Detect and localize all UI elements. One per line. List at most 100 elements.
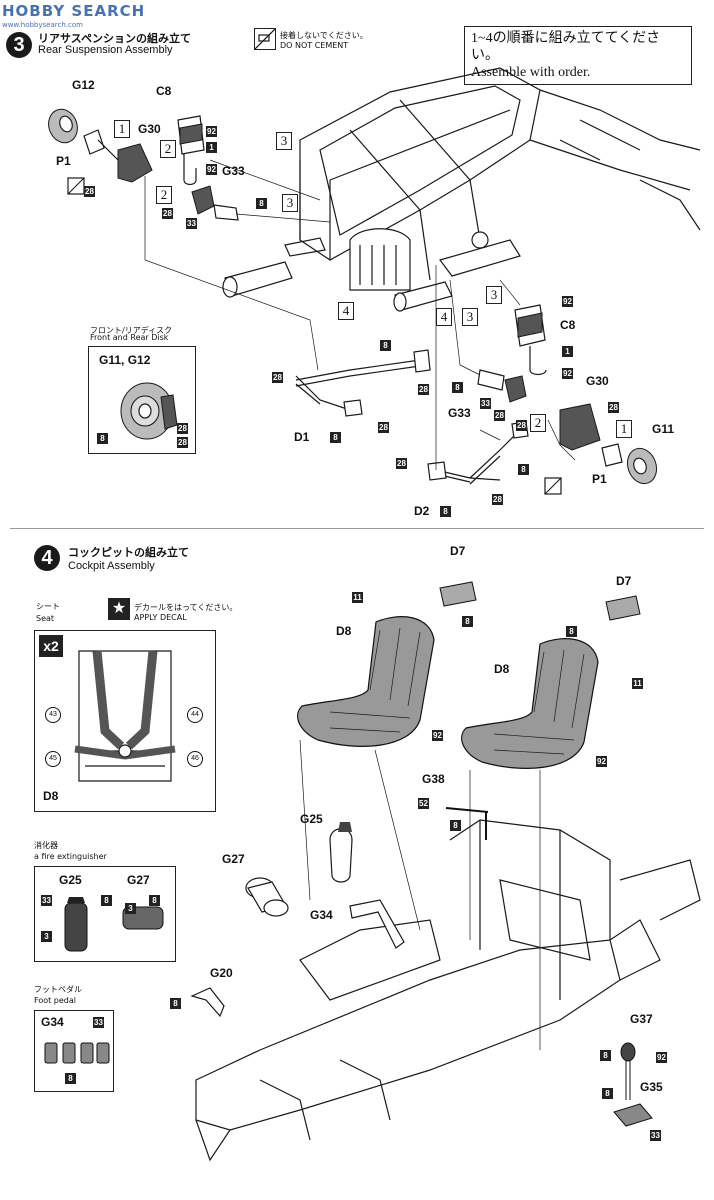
step-4-number: 4: [34, 545, 60, 571]
assembly-guide-lines: [144, 159, 576, 470]
g34-bracket: [349, 899, 405, 949]
part-label: G11: [652, 422, 675, 436]
color-code: 33: [480, 398, 491, 409]
color-code: 92: [206, 126, 217, 137]
part-label: G35: [640, 1080, 663, 1094]
color-code: 28: [378, 422, 389, 433]
part-label: G12: [72, 78, 95, 92]
g27-part: [245, 877, 289, 917]
step-4-title-en: Cockpit Assembly: [68, 560, 155, 572]
part-label: G37: [630, 1012, 653, 1026]
color-code: 28: [177, 423, 188, 434]
color-code: 1: [206, 142, 217, 153]
color-code: 8: [602, 1088, 613, 1099]
color-code: 92: [656, 1052, 667, 1063]
decal-number: 44: [187, 707, 203, 723]
color-code: 8: [566, 626, 577, 637]
color-code: 8: [450, 820, 461, 831]
step-4-title-jp: コックピットの組み立て: [68, 546, 189, 559]
color-code: 92: [596, 756, 607, 767]
color-code: 28: [494, 410, 505, 421]
color-code: 8: [452, 382, 463, 393]
part-label: G20: [210, 966, 233, 980]
no-cement-jp: 接着しないでください。: [280, 31, 368, 40]
color-code: 8: [170, 998, 181, 1009]
color-code: 8: [330, 432, 341, 443]
chassis-frame: [299, 67, 701, 281]
order-marker: 2: [530, 414, 546, 432]
part-label: G27: [222, 852, 245, 866]
floor-pan: [195, 819, 701, 1162]
part-label: D1: [294, 430, 310, 444]
engine-exhaust: [222, 228, 521, 312]
watermark: HOBBY SEARCH www.hobbysearch.com: [0, 0, 170, 29]
section-divider: [10, 528, 704, 529]
decal-en: APPLY DECAL: [134, 613, 187, 622]
multiplier-badge: x2: [39, 635, 63, 657]
disk-part-label: G11, G12: [99, 353, 151, 367]
step-3-title-en: Rear Suspension Assembly: [38, 44, 173, 56]
order-marker: 3: [282, 194, 298, 212]
pedal-inset: G34 33 8: [34, 1010, 114, 1092]
color-code: 1: [562, 346, 573, 357]
g35-base: [613, 1103, 653, 1127]
order-marker: 1: [616, 420, 632, 438]
order-marker: 2: [156, 186, 172, 204]
part-label: C8: [156, 84, 172, 98]
part-label: G33: [448, 406, 471, 420]
color-code: 33: [41, 895, 52, 906]
disk-inset-title-en: Front and Rear Disk: [90, 333, 169, 342]
no-cement-en: DO NOT CEMENT: [280, 41, 349, 50]
color-code: 28: [492, 494, 503, 505]
decal-number: 45: [45, 751, 61, 767]
color-code: 33: [93, 1017, 104, 1028]
part-label: D2: [414, 504, 430, 518]
part-label: D7: [616, 574, 632, 588]
color-code: 28: [396, 458, 407, 469]
order-note: 1~4の順番に組み立ててください。 Assemble with order.: [464, 26, 692, 85]
left-hub-assembly: [48, 108, 239, 221]
no-cement-icon-right: [544, 477, 562, 495]
order-marker: 4: [436, 308, 452, 326]
color-code: 33: [650, 1130, 661, 1141]
seat-title-jp: シート: [36, 602, 60, 611]
part-label: P1: [56, 154, 71, 168]
watermark-title: HOBBY SEARCH: [2, 2, 146, 20]
seat-part-label: D8: [43, 789, 59, 803]
watermark-url: www.hobbysearch.com: [2, 21, 83, 29]
color-code: 8: [600, 1050, 611, 1061]
order-note-jp: 1~4の順番に組み立ててください。: [471, 31, 661, 63]
color-code: 3: [125, 903, 136, 914]
order-marker: 1: [114, 120, 130, 138]
color-code: 28: [272, 372, 283, 383]
color-code: 28: [608, 402, 619, 413]
seat-inset: x2 43 44 45 46 D8: [34, 630, 216, 812]
seat-right: [461, 595, 641, 769]
color-code: 33: [186, 218, 197, 229]
color-code: 11: [632, 678, 643, 689]
part-label: G27: [127, 873, 150, 887]
color-code: 28: [162, 208, 173, 219]
color-code: 8: [101, 895, 112, 906]
color-code: 8: [65, 1073, 76, 1084]
rear-suspension-drawing: [48, 67, 701, 495]
part-label: G30: [138, 122, 161, 136]
color-code: 8: [462, 616, 473, 627]
part-label: D8: [494, 662, 510, 676]
part-label: D7: [450, 544, 466, 558]
color-code: 92: [432, 730, 443, 741]
part-label: G30: [586, 374, 609, 388]
g37-gear-lever: [620, 1042, 636, 1100]
part-label: G25: [59, 873, 82, 887]
part-label: C8: [560, 318, 576, 332]
part-label: G34: [41, 1015, 64, 1029]
part-label: G38: [422, 772, 445, 786]
step-3-number: 3: [6, 32, 32, 58]
step-3-title-jp: リアサスペンションの組み立て: [38, 32, 192, 45]
order-marker: 3: [462, 308, 478, 326]
part-label: G25: [300, 812, 323, 826]
part-label: D8: [336, 624, 352, 638]
g25-extinguisher: [329, 822, 353, 883]
color-code: 11: [352, 592, 363, 603]
seat-left: [297, 581, 477, 747]
